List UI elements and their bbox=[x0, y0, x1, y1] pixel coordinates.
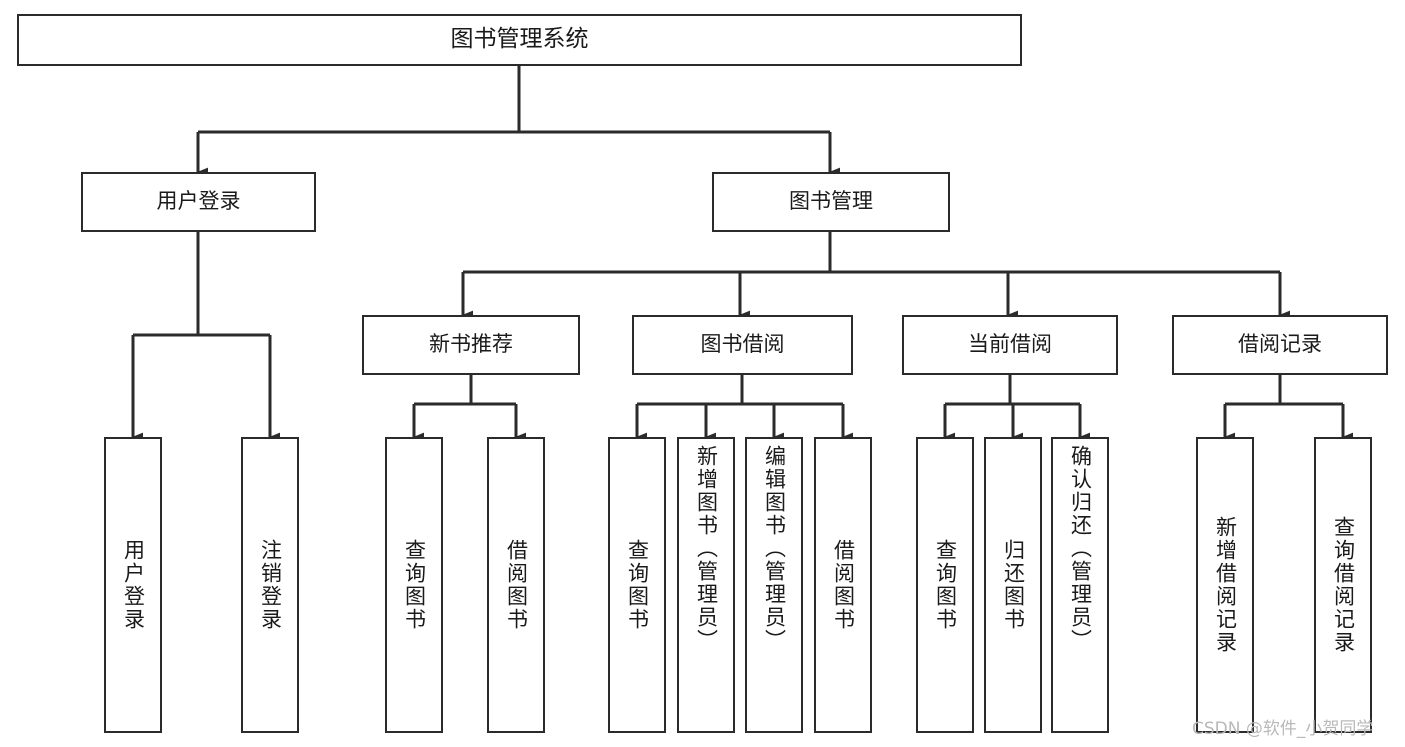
leaf-current-return-books[interactable]: 归还图书 bbox=[984, 437, 1042, 733]
node-current-borrowing[interactable]: 当前借阅 bbox=[902, 315, 1118, 375]
leaf-new-book-query-books[interactable]: 查询图书 bbox=[385, 437, 443, 733]
leaf-borrow-edit-book-admin[interactable]: 编辑图书（管理员） bbox=[745, 437, 803, 733]
leaf-new-book-borrow-books[interactable]: 借阅图书 bbox=[487, 437, 545, 733]
node-label: 用户登录 bbox=[156, 189, 241, 214]
csdn-watermark: CSDN @软件_小贺同学 bbox=[1192, 719, 1374, 739]
node-label: 用户登录 bbox=[121, 539, 146, 631]
node-label: 图书管理系统 bbox=[450, 26, 589, 53]
node-label: 借阅记录 bbox=[1238, 332, 1322, 357]
leaf-borrow-borrow-books[interactable]: 借阅图书 bbox=[814, 437, 872, 733]
node-label: 新增借阅记录 bbox=[1213, 516, 1238, 654]
node-book-management[interactable]: 图书管理 bbox=[712, 172, 950, 232]
node-user-login[interactable]: 用户登录 bbox=[81, 172, 316, 232]
node-label: 编辑图书（管理员） bbox=[762, 445, 787, 652]
node-label: 新书推荐 bbox=[429, 332, 513, 357]
node-label: 借阅图书 bbox=[504, 539, 529, 631]
node-label: 查询借阅记录 bbox=[1331, 516, 1356, 654]
node-label: 图书借阅 bbox=[700, 332, 785, 357]
node-root-book-management-system[interactable]: 图书管理系统 bbox=[17, 14, 1022, 66]
leaf-record-add-borrow-record[interactable]: 新增借阅记录 bbox=[1196, 437, 1254, 733]
node-label: 确认归还（管理员） bbox=[1068, 445, 1093, 652]
leaf-user-login-signin[interactable]: 用户登录 bbox=[104, 437, 162, 733]
node-label: 借阅图书 bbox=[831, 539, 856, 631]
node-book-borrowing[interactable]: 图书借阅 bbox=[632, 315, 853, 375]
node-label: 注销登录 bbox=[258, 539, 283, 631]
leaf-user-login-signout[interactable]: 注销登录 bbox=[241, 437, 299, 733]
leaf-borrow-query-books[interactable]: 查询图书 bbox=[608, 437, 666, 733]
leaf-borrow-add-book-admin[interactable]: 新增图书（管理员） bbox=[677, 437, 735, 733]
node-label: 查询图书 bbox=[402, 539, 427, 631]
node-new-book-recommendation[interactable]: 新书推荐 bbox=[362, 315, 580, 375]
leaf-current-query-books[interactable]: 查询图书 bbox=[916, 437, 974, 733]
node-label: 查询图书 bbox=[933, 539, 958, 631]
node-label: 图书管理 bbox=[789, 189, 873, 214]
leaf-current-confirm-return-admin[interactable]: 确认归还（管理员） bbox=[1051, 437, 1109, 733]
node-label: 查询图书 bbox=[625, 539, 650, 631]
leaf-record-query-borrow-record[interactable]: 查询借阅记录 bbox=[1314, 437, 1372, 733]
node-label: 当前借阅 bbox=[968, 332, 1052, 357]
node-label: 新增图书（管理员） bbox=[694, 445, 719, 652]
node-label: 归还图书 bbox=[1001, 539, 1026, 631]
node-borrowing-records[interactable]: 借阅记录 bbox=[1172, 315, 1388, 375]
